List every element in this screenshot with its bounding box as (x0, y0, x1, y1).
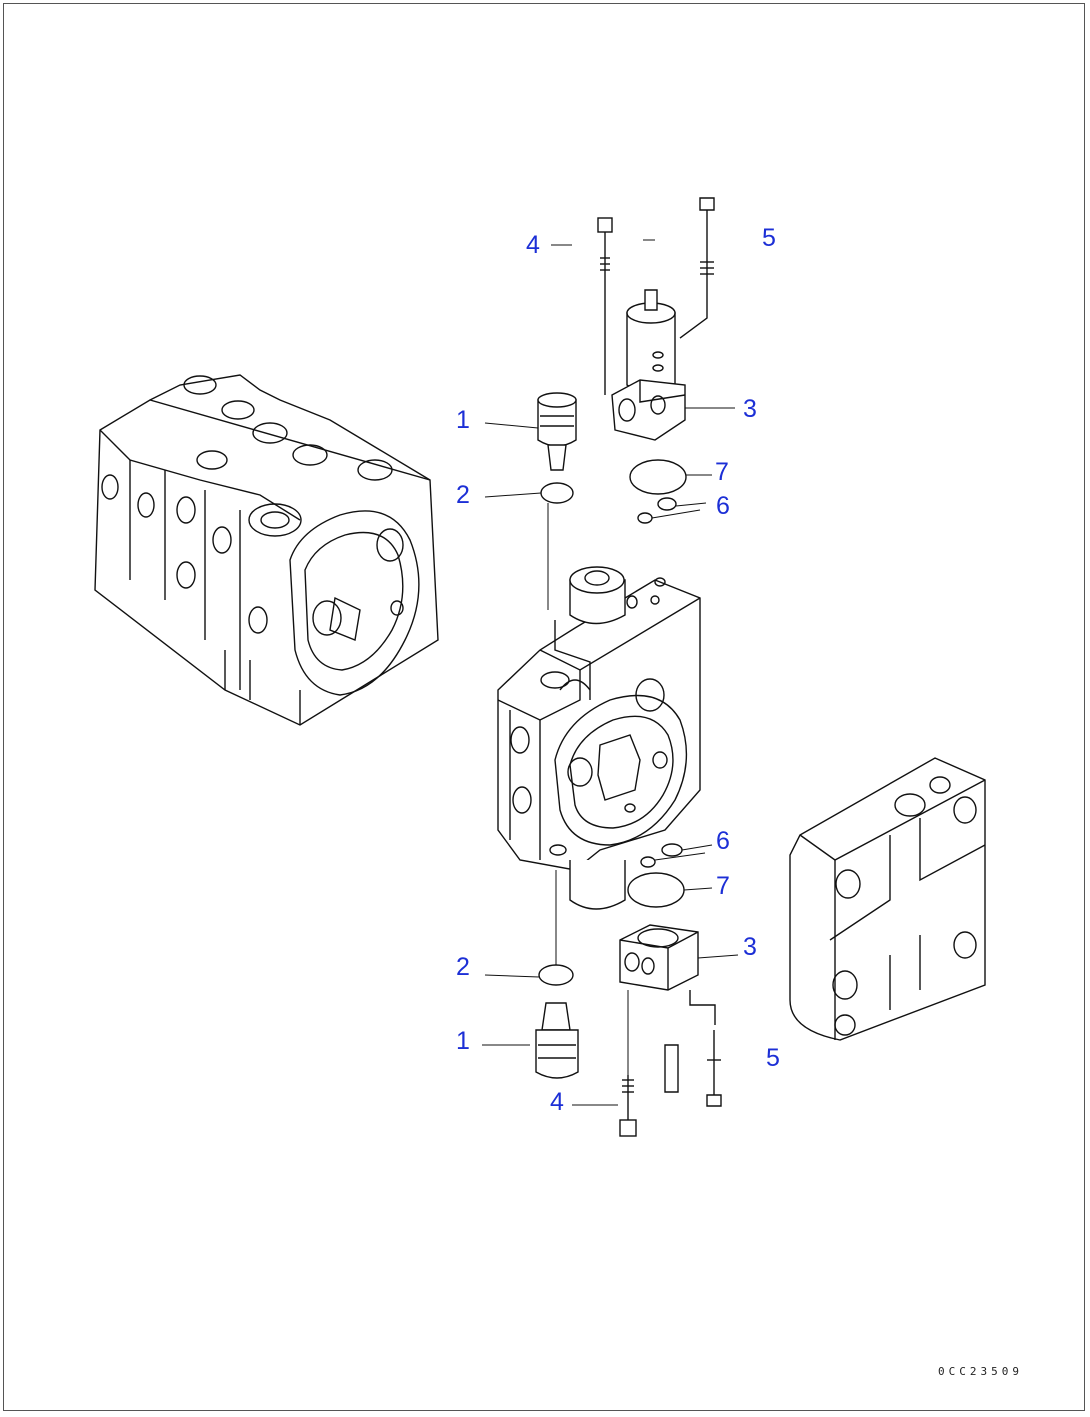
callout-4-lower: 4 (550, 1088, 564, 1116)
callout-3-lower: 3 (743, 933, 757, 961)
lower-o-ring-tiny (640, 856, 656, 868)
callout-5-lower: 5 (766, 1044, 780, 1072)
lower-screw-short (619, 1075, 637, 1137)
lower-solenoid-valve (619, 924, 716, 1093)
upper-plug (537, 392, 577, 471)
lower-screw-long (706, 1030, 722, 1107)
callout-6-lower: 6 (716, 827, 730, 855)
drawing-frame (3, 3, 1085, 1411)
callout-3-upper: 3 (743, 395, 757, 423)
callout-7-upper: 7 (715, 458, 729, 486)
lower-o-ring-large (627, 872, 685, 908)
drawing-code: 0CC23509 (938, 1365, 1023, 1378)
upper-screw-short (597, 217, 613, 395)
lower-o-ring-small (661, 843, 683, 857)
lower-o-ring (538, 964, 574, 986)
leader-lines (482, 239, 739, 1106)
upper-o-ring-small (657, 497, 677, 511)
callout-7-lower: 7 (716, 872, 730, 900)
callout-2-upper: 2 (456, 481, 470, 509)
upper-o-ring-large (629, 459, 687, 495)
lower-plug (535, 1002, 579, 1079)
central-valve-body (497, 566, 701, 910)
callout-5-upper: 5 (762, 224, 776, 252)
callout-1-lower: 1 (456, 1027, 470, 1055)
callout-4-upper: 4 (526, 231, 540, 259)
right-end-cover (789, 757, 986, 1041)
callout-1-upper: 1 (456, 406, 470, 434)
callout-2-lower: 2 (456, 953, 470, 981)
upper-screw-long (679, 197, 715, 339)
left-valve-assembly (94, 374, 439, 726)
callout-6-upper: 6 (716, 492, 730, 520)
upper-o-ring-tiny (637, 512, 653, 524)
upper-o-ring (540, 482, 574, 504)
upper-solenoid-valve (611, 289, 686, 441)
